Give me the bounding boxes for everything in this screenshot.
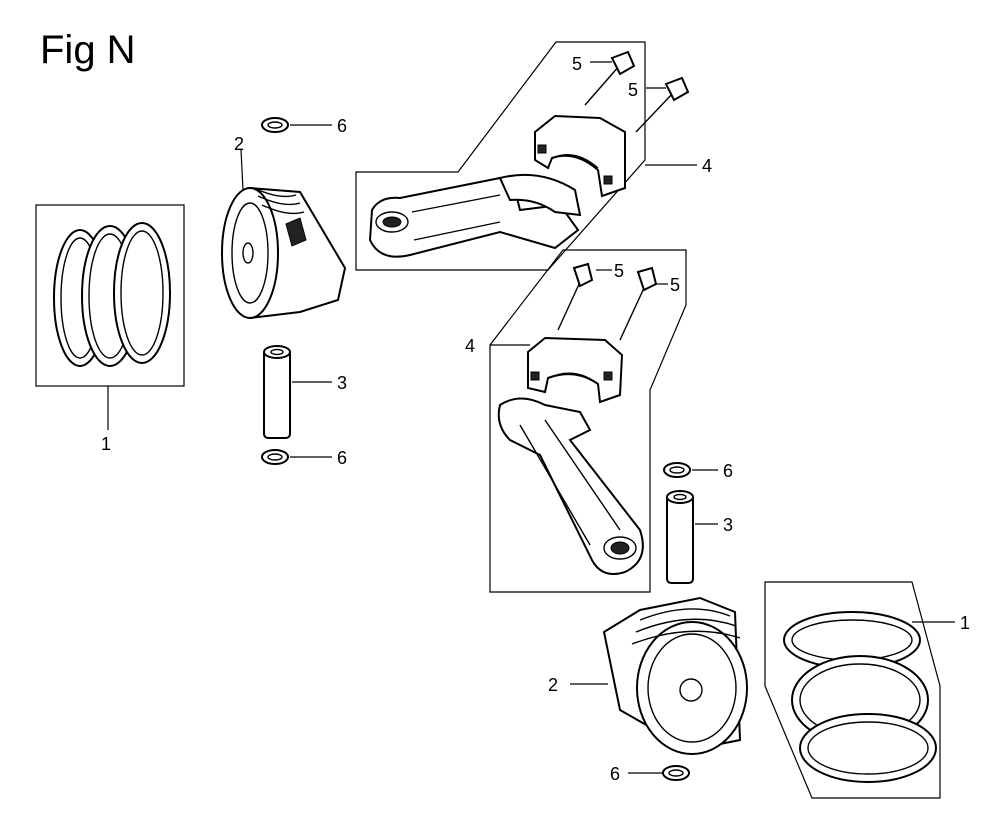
rod-body [497,397,644,575]
piston-ring [799,713,937,783]
rod-bolt [635,76,690,133]
piston-pin-left[interactable]: 3 [263,345,347,439]
piston-right[interactable]: 2 [548,596,748,755]
callout-5-lower-b: 5 [670,275,680,295]
rod-frame-lower [489,249,687,593]
figure-title: Fig N [40,28,136,72]
ring-set-frame-right [764,581,941,799]
callout-1-left: 1 [101,434,111,454]
piston-crown [636,621,748,755]
ring-set-frame-left [35,204,185,387]
piston-pin-clip-right-bottom[interactable]: 6 [610,764,690,784]
callout-2-right: 2 [548,675,558,695]
rod-bolt [557,262,594,331]
piston-left[interactable]: 2 [221,134,347,320]
rod-bolt [619,266,658,341]
callout-3-left: 3 [337,373,347,393]
rod-cap [527,336,624,404]
rod-bolt [584,50,636,106]
callout-2-left: 2 [234,134,244,154]
callout-6-right-bottom: 6 [610,764,620,784]
piston-ring-set-right[interactable]: 1 [764,581,970,799]
piston-ring-set-left[interactable]: 1 [35,204,185,454]
callout-4-lower: 4 [465,336,475,356]
piston-ring [113,222,171,364]
callout-1-right: 1 [960,613,970,633]
callout-4-upper: 4 [702,156,712,176]
callout-3-right: 3 [723,515,733,535]
callout-5-lower-a: 5 [614,261,624,281]
piston-pin-clip-left-top[interactable]: 6 [261,116,347,136]
rod-frame-upper [355,41,646,271]
callout-5-upper-b: 5 [628,80,638,100]
callout-6-left-top: 6 [337,116,347,136]
callout-6-left-bottom: 6 [337,448,347,468]
piston-pin-clip-right-top[interactable]: 6 [663,461,733,481]
connecting-rod-assembly-upper[interactable]: 5 5 4 [355,41,712,271]
piston-pin-clip-left-bottom[interactable]: 6 [261,448,347,468]
connecting-rod-assembly-lower[interactable]: 5 5 4 [465,249,687,593]
callout-6-right-top: 6 [723,461,733,481]
piston-pin-right[interactable]: 3 [666,490,733,584]
callout-5-upper-a: 5 [572,54,582,74]
rod-body [368,176,580,258]
